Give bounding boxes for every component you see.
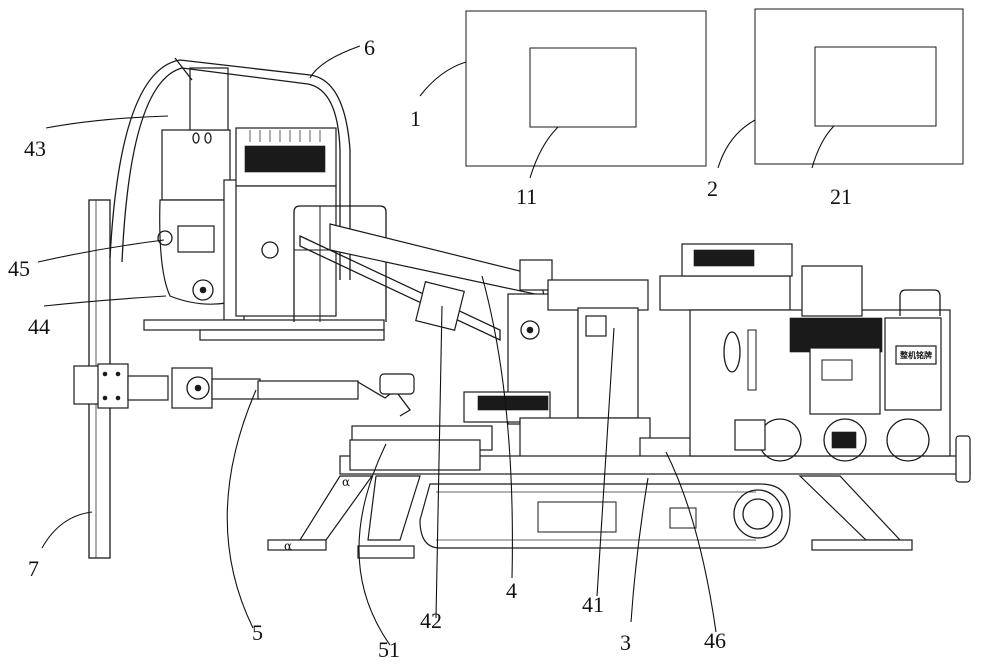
box-1 [465, 10, 707, 167]
label-3: 3 [620, 630, 631, 655]
label-2: 2 [707, 176, 718, 201]
drill-head [157, 67, 245, 321]
label-4: 4 [506, 578, 517, 603]
reference-labels: 1 11 2 21 3 4 41 42 43 44 45 46 5 51 6 7 [8, 35, 852, 662]
nameplate-text: 整机铭牌 [899, 350, 932, 360]
label-43: 43 [24, 136, 46, 161]
label-45: 45 [8, 256, 30, 281]
box-1-inner [529, 47, 637, 128]
leader-lines [37, 45, 835, 646]
label-42: 42 [420, 608, 442, 633]
label-41: 41 [582, 592, 604, 617]
outrigger-mark: α [284, 539, 292, 553]
crawler-chassis [419, 483, 791, 549]
auxiliary-arm-base [349, 439, 481, 471]
box-2 [754, 8, 964, 165]
label-46: 46 [704, 628, 726, 653]
box-2-inner [814, 46, 937, 127]
label-44: 44 [28, 314, 50, 339]
valve-bank [235, 127, 337, 317]
label-21: 21 [830, 184, 852, 209]
nameplate [895, 345, 937, 365]
outrigger-mark: α [342, 475, 350, 489]
label-6: 6 [364, 35, 375, 60]
label-11: 11 [516, 184, 537, 209]
label-7: 7 [28, 556, 39, 581]
machine-body: 整机铭牌 [339, 243, 971, 483]
outriggers: α α [267, 439, 913, 559]
label-1: 1 [410, 106, 421, 131]
label-51: 51 [378, 637, 400, 662]
auxiliary-arm [73, 363, 415, 417]
hose-guide-arch [109, 57, 351, 280]
label-5: 5 [252, 620, 263, 645]
